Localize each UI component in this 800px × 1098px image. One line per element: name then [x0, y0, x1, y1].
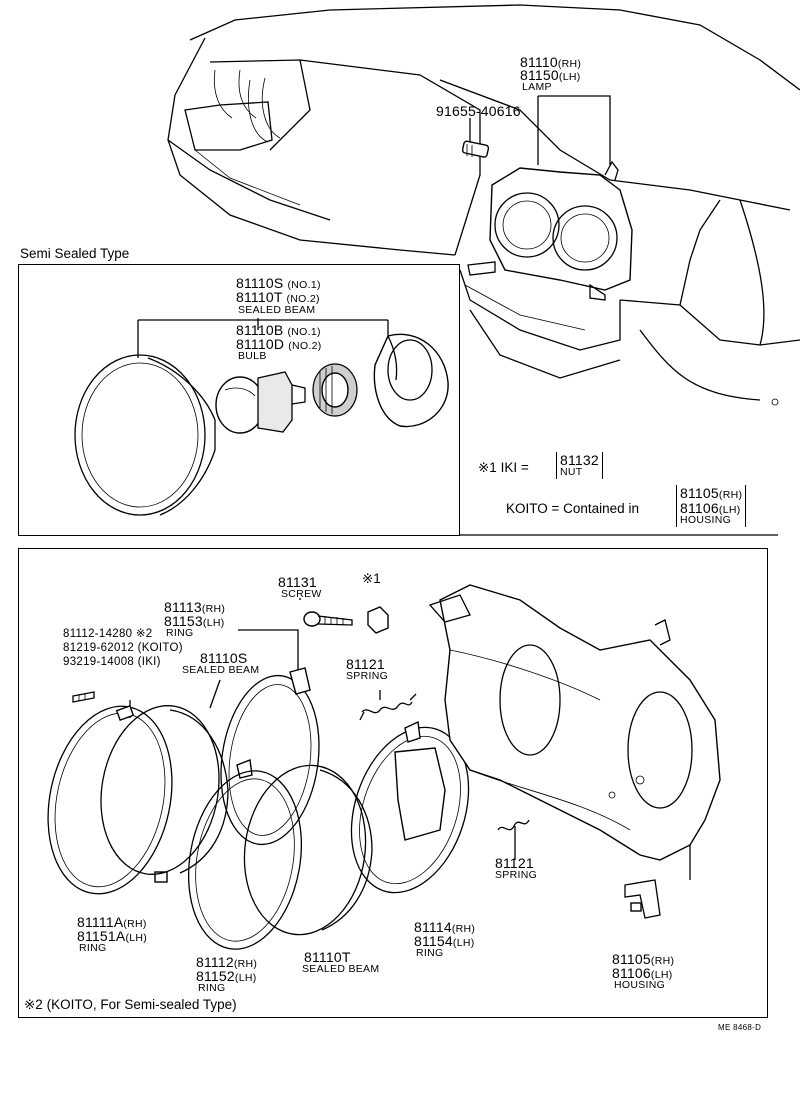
- lamp-lh-part: 81150(LH): [520, 67, 581, 83]
- koito-note: KOITO = Contained in: [506, 501, 639, 516]
- lamp-assembly-installed: [461, 140, 633, 301]
- screw-line-1: 81112-14280 ※2: [63, 628, 153, 640]
- bulb-no1-part: 81110B (NO.1): [236, 322, 321, 338]
- nut-mark: ※1: [362, 571, 381, 586]
- semi-sealed-type-box: [18, 264, 460, 536]
- ring-front-lh: 81152(LH): [196, 968, 257, 984]
- ring-top-rh: 81113(RH): [164, 599, 226, 615]
- iki-note: ※1 IKI =: [478, 460, 529, 475]
- ring-right-name: RING: [416, 947, 444, 959]
- semi-sealed-parts: [74, 318, 449, 516]
- exploded-parts: [47, 584, 721, 950]
- ring-front-name: RING: [198, 982, 226, 994]
- screw-line-3: 93219-14008 (IKI): [63, 656, 161, 668]
- beam-t-name: SEALED BEAM: [302, 963, 380, 975]
- semi-sealed-title: Semi Sealed Type: [20, 246, 130, 261]
- housing-lh: 81106(LH): [612, 965, 673, 981]
- ring-outer-lh: 81151A(LH): [77, 928, 148, 944]
- bulb-name: BULB: [238, 350, 267, 362]
- koito-bracket: 81105(RH) 81106(LH) HOUSING: [676, 485, 747, 527]
- beam-s-name: SEALED BEAM: [182, 664, 260, 676]
- spring-top-part: 81121: [346, 656, 385, 672]
- ring-outer-name: RING: [79, 942, 107, 954]
- screw-81131-name: SCREW: [281, 588, 322, 600]
- beam-no1-part: 81110S (NO.1): [236, 275, 321, 291]
- ring-right-rh: 81114(RH): [414, 919, 476, 935]
- lamp-rh-part: 81110(RH): [520, 54, 582, 70]
- spring-right-part: 81121: [495, 855, 534, 871]
- screw-81131-part: 81131: [278, 574, 317, 590]
- iki-bracket: 81132 NUT: [556, 452, 603, 479]
- lamp-name: LAMP: [522, 81, 552, 93]
- drawing-code: ME 8468-D: [718, 1023, 762, 1032]
- housing-rh: 81105(RH): [612, 951, 675, 967]
- bulb-no2-part: 81110D (NO.2): [236, 336, 322, 352]
- ring-top-lh: 81153(LH): [164, 613, 225, 629]
- beam-no2-part: 81110T (NO.2): [236, 289, 320, 305]
- screw-part-number: 91655-40616: [436, 103, 521, 119]
- spring-top-name: SPRING: [346, 670, 389, 682]
- ring-top-name: RING: [166, 627, 194, 639]
- ring-front-rh: 81112(RH): [196, 954, 258, 970]
- spring-right-name: SPRING: [495, 869, 538, 881]
- beam-name: SEALED BEAM: [238, 304, 316, 316]
- ring-outer-rh: 81111A(RH): [77, 914, 147, 930]
- footnote: ※2 (KOITO, For Semi-sealed Type): [24, 997, 237, 1012]
- car-front-illustration: [167, 4, 800, 406]
- beam-s-part: 81110S: [200, 650, 248, 666]
- screw-line-2: 81219-62012 (KOITO): [63, 642, 183, 654]
- ring-right-lh: 81154(LH): [414, 933, 475, 949]
- housing-name: HOUSING: [614, 979, 666, 991]
- exploded-view-box: [18, 548, 768, 1018]
- beam-t-part: 81110T: [304, 949, 351, 965]
